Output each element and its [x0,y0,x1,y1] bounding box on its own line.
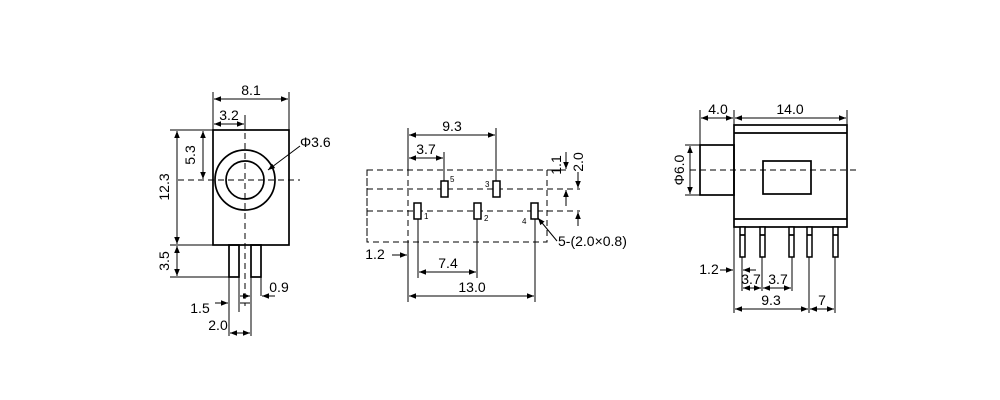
side-pin-4 [806,226,813,258]
dim-body-height: 12.3 [156,173,172,200]
side-pin-1 [739,226,746,258]
pin-label-1: 1 [424,212,429,221]
dim-pitch-b: 3.7 [768,271,788,287]
front-pin-left [228,244,240,278]
dim-row-offset: 1.1 [548,155,564,175]
dim-barrel-length: 4.0 [708,101,728,117]
dim-row-spacing: 2.0 [570,152,586,172]
pin-label-2: 2 [484,214,489,223]
side-window [762,160,812,195]
pad-leader [537,217,558,242]
bottom-view: 5 3 1 2 4 9.3 3.7 1.1 2.0 1.2 7.4 1 [365,118,627,302]
front-body [212,129,290,246]
dim-pin-width: 0.9 [269,279,289,295]
dim-side-edge-offset: 1.2 [699,261,719,277]
dim-pin-spacing: 7.4 [438,255,458,271]
dim-offset-top: 3.7 [416,141,436,157]
front-pin-right [250,244,262,278]
bottom-outline [366,169,548,243]
dim-hole-diameter: Φ3.6 [300,134,331,150]
pin-label-4: 4 [522,217,527,226]
dim-width: 8.1 [241,82,261,98]
side-body [733,124,848,228]
dim-pin-length: 3.5 [156,251,172,271]
hole-leader [267,145,301,171]
side-pin-3 [788,226,795,258]
dim-pin-pitch: 2.0 [208,317,228,333]
pad-1 [413,202,422,220]
dim-hole-height: 5.3 [182,145,198,165]
dim-side-span: 9.3 [761,292,781,308]
pad-spec: 5-(2.0×0.8) [558,233,627,249]
jack-hole-outer [214,149,276,211]
dim-span-top: 9.3 [442,118,462,134]
side-view: 4.0 14.0 Φ6.0 1.2 3.7 3.7 9.3 7 [671,101,857,313]
dim-pitch-a: 3.7 [741,271,761,287]
pad-3 [492,180,501,198]
dim-barrel-diameter: Φ6.0 [671,154,687,185]
dim-end-offset: 7 [818,292,826,308]
front-view: 8.1 3.2 Φ3.6 5.3 12.3 3.5 1.5 0.9 [156,82,331,336]
pad-5 [440,180,449,198]
dim-hole-offset: 3.2 [219,107,239,123]
side-pin-2 [759,226,766,258]
pin-label-3: 3 [485,180,490,189]
pad-4 [530,202,539,220]
dim-pin-gap: 1.5 [190,300,210,316]
side-pin-5 [832,226,839,258]
pad-2 [473,202,482,220]
dim-overall-length: 13.0 [458,279,485,295]
dim-body-length: 14.0 [776,101,803,117]
pin-label-5: 5 [450,175,455,184]
dim-edge-offset: 1.2 [365,246,385,262]
